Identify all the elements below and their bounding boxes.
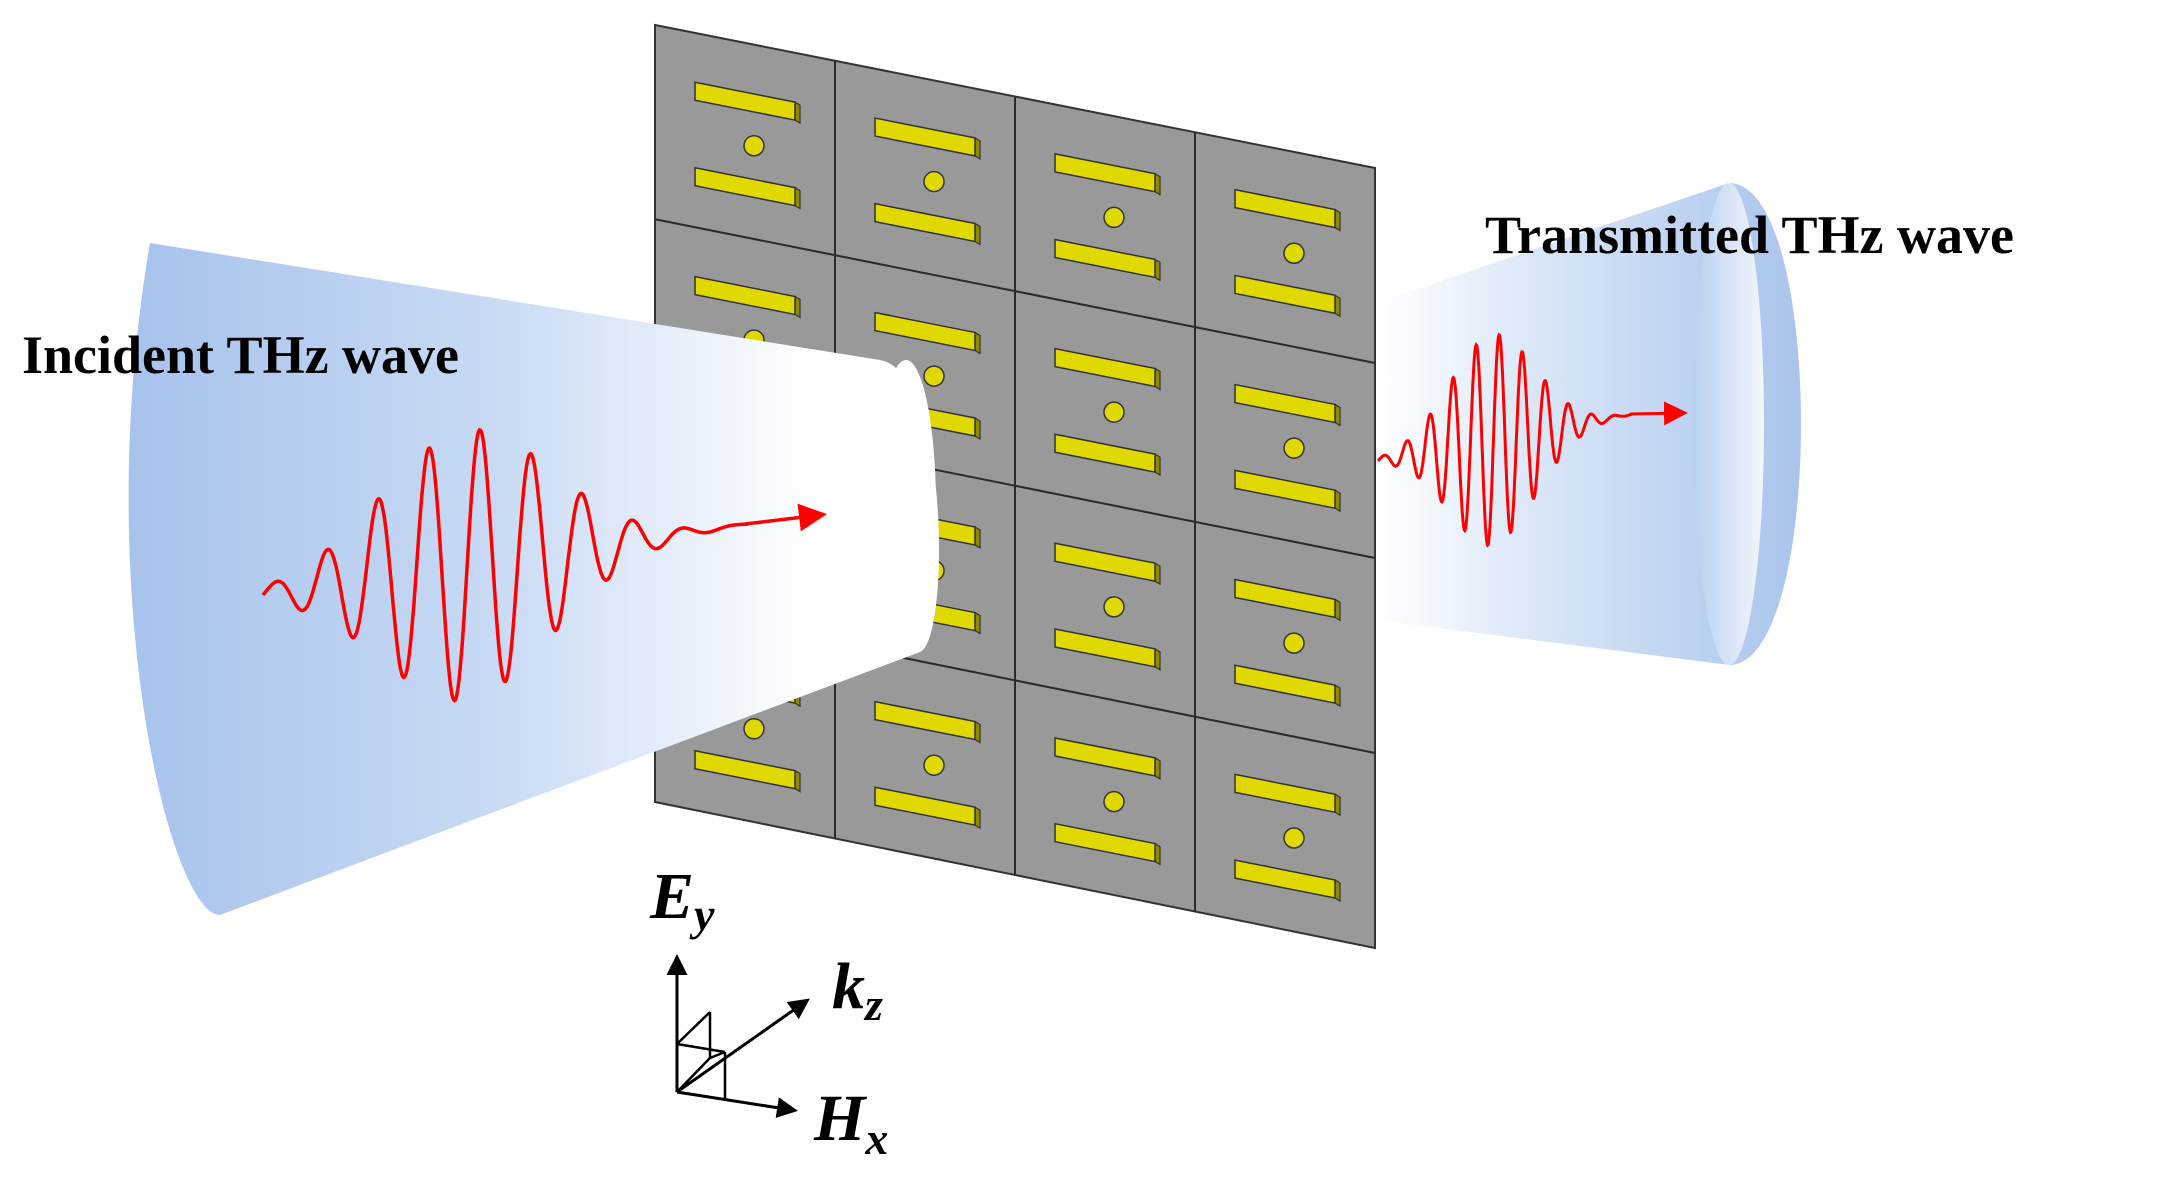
resonator-bar [694,749,801,793]
transmitted-wave-label: Transmitted THz wave [1485,205,2014,265]
resonator-disk [743,134,765,157]
z-axis-arrow [676,998,810,1094]
transmitted-beam [1376,183,1801,665]
resonator-bar [1054,152,1161,196]
e-field-label: Ey [649,860,715,940]
metasurface-plate [654,23,1376,950]
resonator-bar [1234,383,1341,427]
resonator-bar [874,786,981,830]
resonator-disk [743,718,765,740]
resonator-disk [1103,790,1125,813]
unit-cell [1234,188,1341,318]
resonator-disk [1283,437,1305,459]
resonator-bar [1054,238,1161,282]
resonator-bar [874,202,981,246]
resonator-bar [1234,859,1341,903]
resonator-bar [1054,737,1161,780]
axis-box [676,1011,727,1100]
resonator-bar [874,700,981,744]
resonator-bar [1234,773,1341,817]
resonator-bar [1054,542,1161,586]
unit-cell [1234,383,1341,513]
unit-cell [874,117,981,246]
unit-cell [874,700,981,830]
unit-cell [1234,773,1341,903]
unit-cell [1054,542,1161,671]
incident-beam-end [876,360,936,652]
incident-beam-cone [128,243,940,915]
unit-cell [1054,347,1161,477]
resonator-bar [694,275,801,319]
resonator-bar [1234,578,1341,622]
h-field-label: Hx [813,1082,888,1164]
resonator-bar [874,117,981,160]
unit-cell [1054,737,1161,866]
transmitted-wave-pulse [1376,332,1633,548]
resonator-bar [694,81,801,125]
resonator-bar [1234,188,1341,232]
unit-cell [694,81,801,210]
unit-cell [1234,578,1341,708]
resonator-disk [923,754,945,776]
incident-wave-arrow [744,503,827,532]
transmitted-wave-arrow [1629,401,1688,426]
coordinate-axes [666,954,810,1119]
resonator-bar [1054,822,1161,866]
unit-cell [1054,152,1161,282]
resonator-bar [694,166,801,210]
transmitted-beam-end [1694,183,1764,665]
resonator-disk [1283,242,1305,265]
incident-beam [128,243,940,915]
resonator-disk [1103,596,1125,618]
grid-line-horizontal [654,218,1376,364]
k-vector-label: kz [832,950,883,1030]
resonator-bar [874,311,981,355]
resonator-disk [1103,206,1125,229]
resonator-disk [923,365,945,387]
incident-wave-label: Incident THz wave [22,325,459,385]
transmitted-beam-cone [1376,183,1801,665]
resonator-disk [1103,401,1125,423]
resonator-bar [1054,347,1161,391]
resonator-bar [1054,628,1161,671]
resonator-bar [1234,469,1341,513]
incident-wave-pulse [261,427,749,703]
resonator-disk [1283,632,1305,654]
resonator-bar [1054,433,1161,477]
resonator-disk [923,170,945,193]
x-axis-arrow [676,1090,798,1119]
resonator-bar [1234,664,1341,708]
resonator-disk [1283,827,1305,849]
resonator-bar [1234,274,1341,318]
